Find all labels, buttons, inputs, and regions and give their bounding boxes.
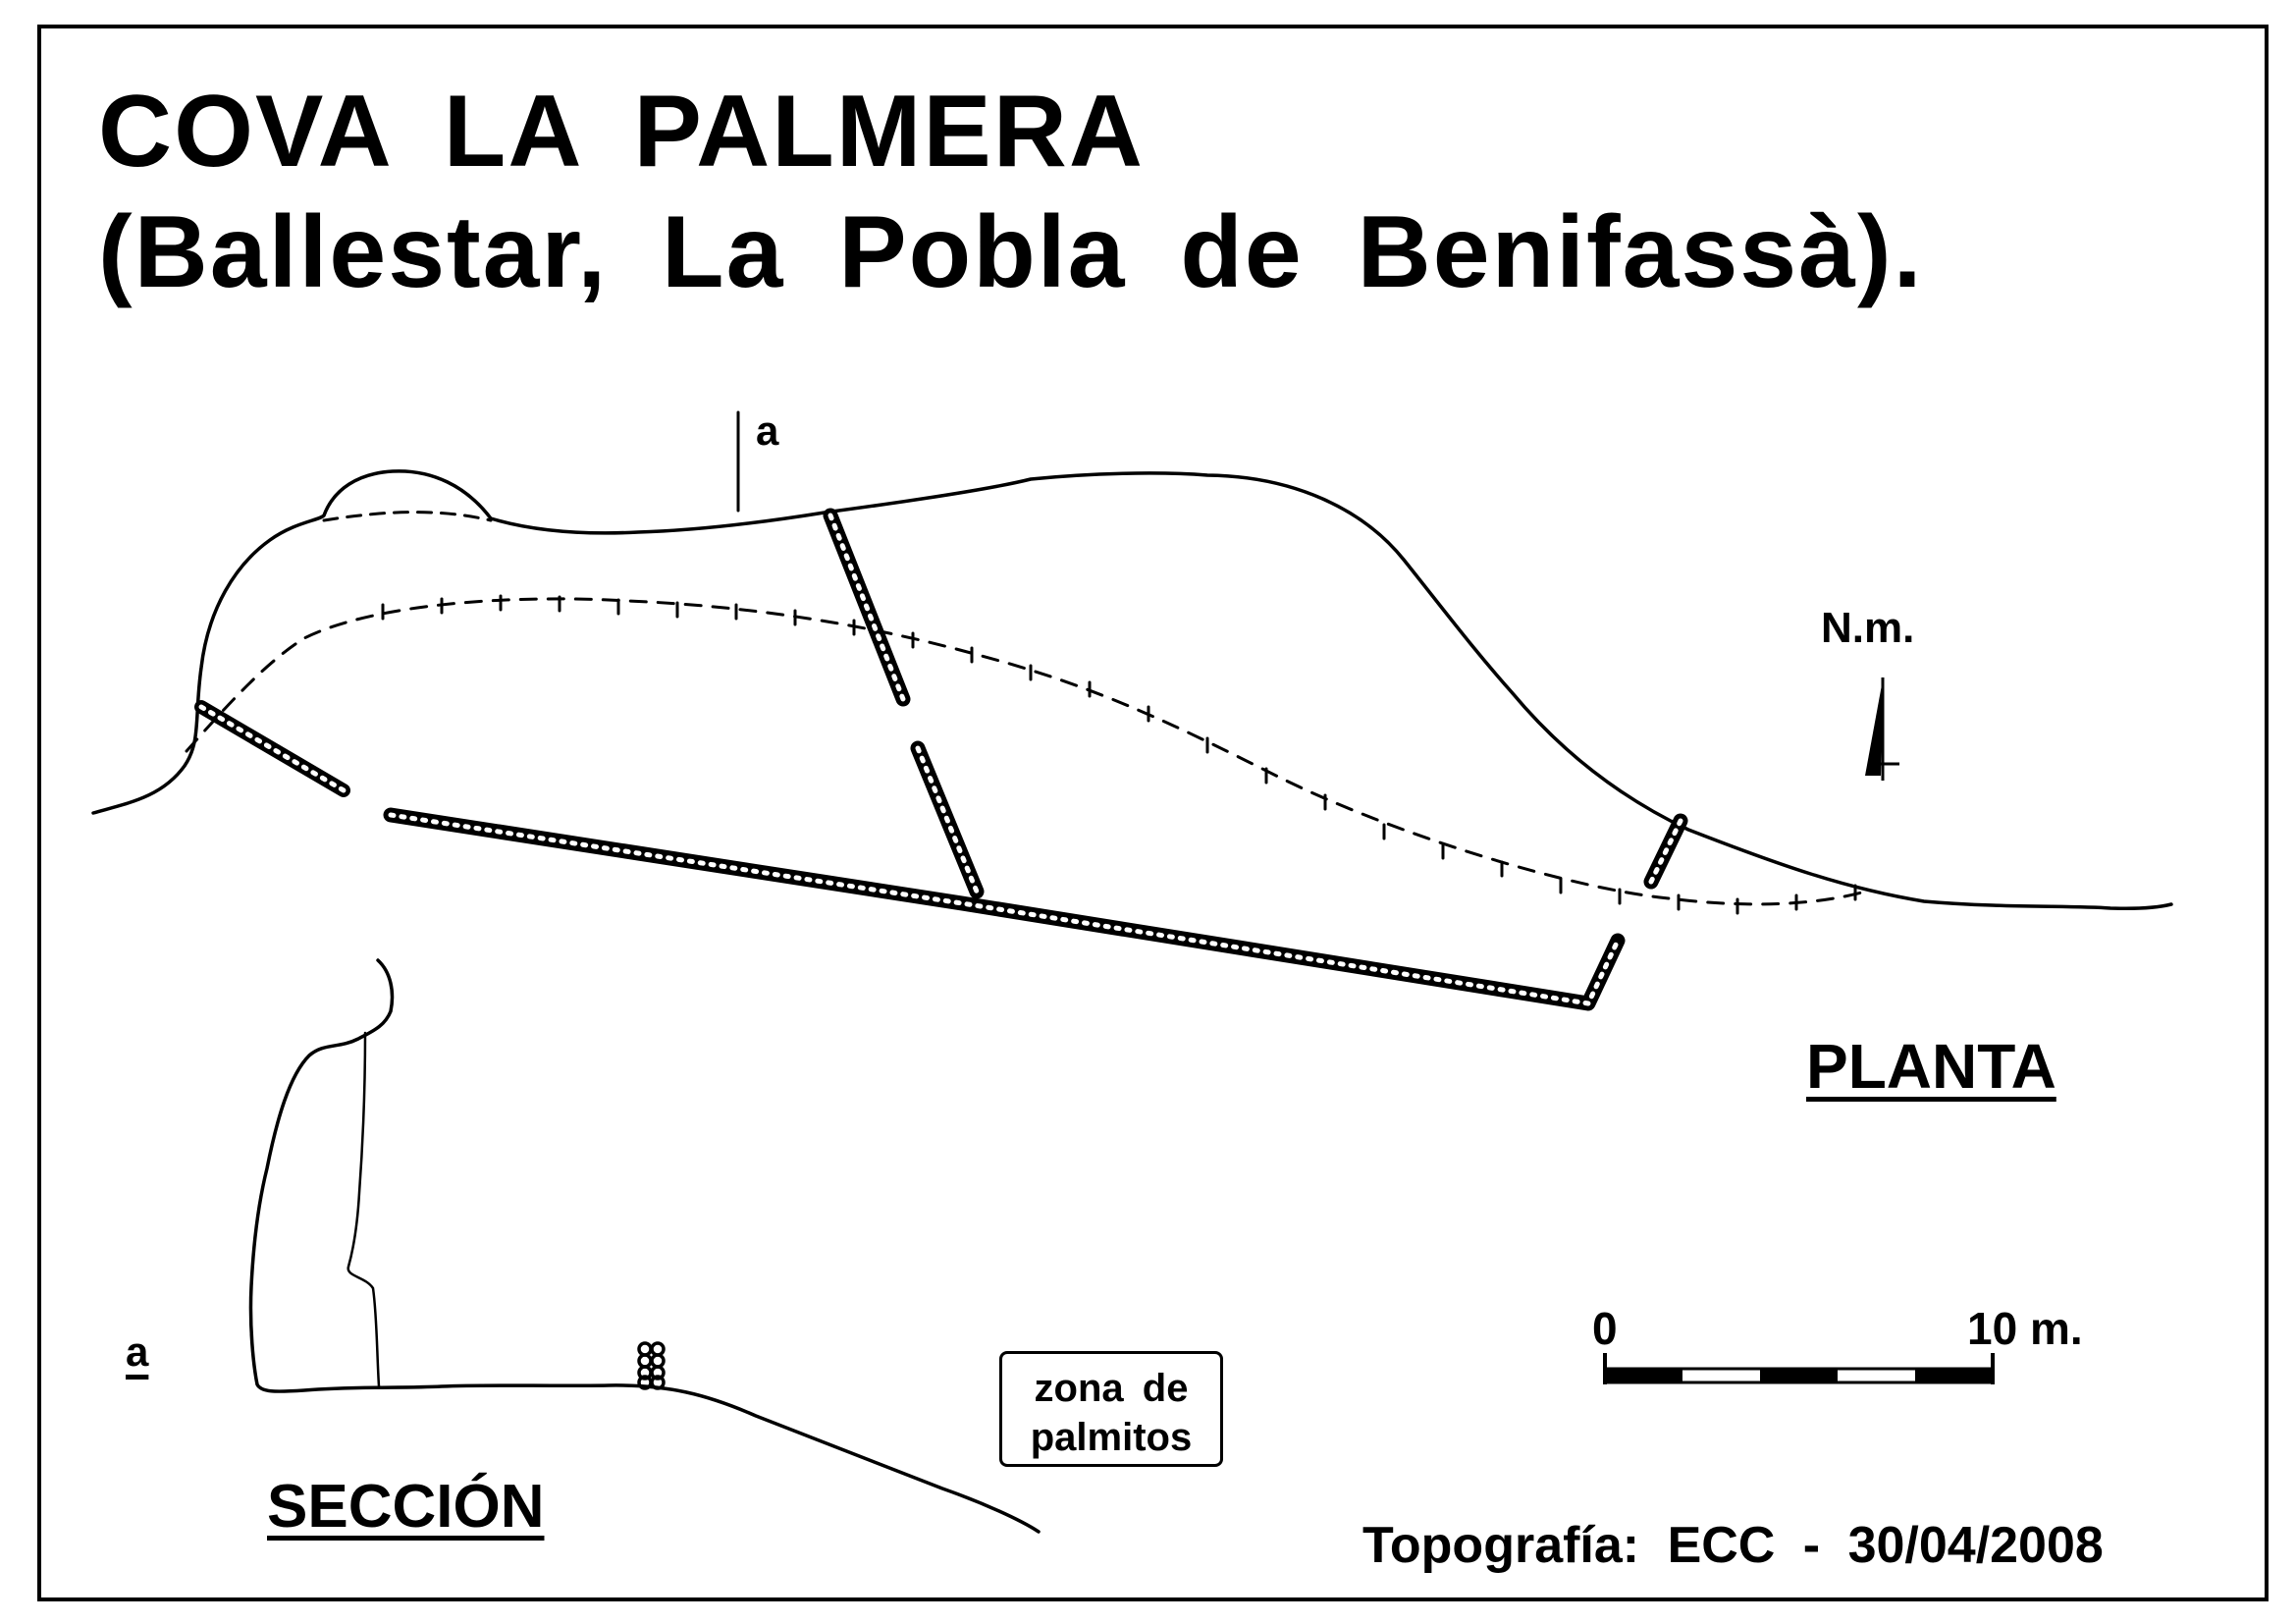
- section-ceiling-crack: [347, 1031, 381, 1388]
- palm-zone-line-1: zona de: [1034, 1367, 1189, 1410]
- section-view-label: SECCIÓN: [267, 1473, 545, 1541]
- plan-outer-contour: [91, 469, 2173, 910]
- survey-location: (Ballestar, La Pobla de Benifassà).: [98, 195, 1924, 309]
- survey-title: COVA LA PALMERA: [98, 75, 1145, 189]
- plan-lobe-dashed-contour: [322, 511, 493, 522]
- palm-zone-note: zona de palmitos: [999, 1351, 1223, 1467]
- wall-diagonal-upper-rings: [828, 513, 906, 702]
- north-label: N.m.: [1821, 604, 1915, 652]
- palm-zone-line-2: palmitos: [1030, 1416, 1193, 1459]
- plan-view-label: PLANTA: [1806, 1031, 2056, 1102]
- scale-bar: [1603, 1353, 1995, 1384]
- north-arrow-icon: [1865, 677, 1899, 781]
- wall-main-long-rings: [388, 812, 1621, 1006]
- scale-start-label: 0: [1592, 1303, 1618, 1354]
- plan-view: [91, 410, 2173, 1011]
- section-profile: [248, 958, 1041, 1534]
- survey-credits: Topografía: ECC - 30/04/2008: [1362, 1517, 2104, 1574]
- sheet-frame: [37, 25, 2269, 1601]
- plan-interior-limit-line: [185, 597, 1867, 906]
- section-view: [248, 958, 1041, 1534]
- scale-end-label: 10 m.: [1967, 1303, 2083, 1354]
- section-marker-label-top: a: [756, 407, 779, 454]
- wall-left-upper: [194, 700, 350, 797]
- plan-dry-stone-walls: [194, 508, 1688, 1011]
- plan-interior-limit-ticks: [381, 594, 1857, 915]
- section-wall-stones: [637, 1341, 666, 1390]
- wall-diagonal-lower-rings: [915, 745, 980, 894]
- wall-right-small-rings: [1648, 818, 1683, 885]
- section-marker-label-bottom: a: [126, 1328, 149, 1375]
